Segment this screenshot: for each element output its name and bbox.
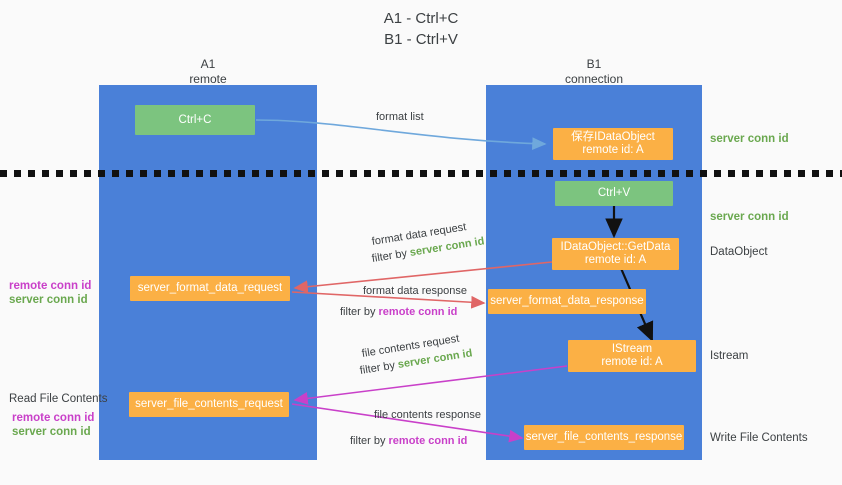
column-a1-sub: remote xyxy=(189,72,227,86)
filter-prefix: filter by xyxy=(370,247,411,265)
box-server-file-contents-response-label: server_file_contents_response xyxy=(525,431,683,443)
filter-prefix: filter by xyxy=(358,359,399,377)
title-line-1: A1 - Ctrl+C xyxy=(383,10,459,27)
filter-prefix: filter by xyxy=(340,306,379,318)
box-server-file-contents-request[interactable]: server_file_contents_request xyxy=(129,392,289,417)
label-write-file-contents: Write File Contents xyxy=(710,432,808,444)
label-server-conn-id-1: server conn id xyxy=(9,294,88,306)
column-a1-name: A1 xyxy=(200,57,216,71)
edge-label-format-data-response: format data response xyxy=(363,285,467,297)
box-istream-line1: IStream xyxy=(611,343,653,355)
box-server-format-data-request[interactable]: server_format_data_request xyxy=(130,276,290,301)
label-server-conn-id-2: server conn id xyxy=(12,426,91,438)
box-istream-line2: remote id: A xyxy=(601,356,663,368)
box-server-file-contents-response[interactable]: server_file_contents_response xyxy=(524,425,684,450)
filter-prefix: filter by xyxy=(350,435,389,447)
box-ctrl-v[interactable]: Ctrl+V xyxy=(555,181,673,206)
box-ctrl-v-label: Ctrl+V xyxy=(597,187,631,199)
box-idataobject-getdata[interactable]: IDataObject::GetData remote id: A xyxy=(552,238,679,270)
box-idataobject-line2: remote id: A xyxy=(582,144,644,156)
title-line-2: B1 - Ctrl+V xyxy=(384,31,458,48)
edge-label-format-data-response-filter: filter by remote conn id xyxy=(340,305,457,320)
label-remote-conn-id-2: remote conn id xyxy=(12,412,95,424)
label-server-conn-id-mid: server conn id xyxy=(710,211,789,223)
label-istream: Istream xyxy=(710,350,749,362)
edge-label-format-list: format list xyxy=(376,111,424,123)
label-dataobject: DataObject xyxy=(710,246,768,258)
diagram-title: A1 - Ctrl+C B1 - Ctrl+V xyxy=(0,8,842,50)
label-remote-conn-id-1: remote conn id xyxy=(9,280,92,292)
column-b1-name: B1 xyxy=(586,57,602,71)
label-read-file-contents: Read File Contents xyxy=(9,393,108,405)
edge-label-file-contents-response: file contents response xyxy=(374,409,482,421)
column-header-b1: B1 connection xyxy=(486,57,702,87)
box-ctrl-c-label: Ctrl+C xyxy=(178,113,212,126)
box-istream[interactable]: IStream remote id: A xyxy=(568,340,696,372)
box-server-format-data-response[interactable]: server_format_data_response xyxy=(488,289,646,314)
box-server-file-contents-request-label: server_file_contents_request xyxy=(135,398,283,410)
box-server-format-data-request-label: server_format_data_request xyxy=(137,282,283,294)
box-ctrl-c[interactable]: Ctrl+C xyxy=(135,105,255,135)
box-idataobject[interactable]: 保存IDataObject remote id: A xyxy=(553,128,673,160)
dashed-divider-line xyxy=(0,170,842,177)
column-header-a1: A1 remote xyxy=(99,57,317,87)
box-getdata-line2: remote id: A xyxy=(584,254,647,266)
edge-label-file-contents-response-filter: filter by remote conn id xyxy=(350,434,467,449)
label-server-conn-id-top: server conn id xyxy=(710,133,789,145)
column-b1-sub: connection xyxy=(564,72,624,86)
box-idataobject-line1: 保存IDataObject xyxy=(571,131,655,143)
filter-value: remote conn id xyxy=(388,435,468,447)
box-getdata-line1: IDataObject::GetData xyxy=(560,241,671,253)
box-server-format-data-response-label: server_format_data_response xyxy=(490,295,644,307)
filter-value: remote conn id xyxy=(378,306,458,318)
